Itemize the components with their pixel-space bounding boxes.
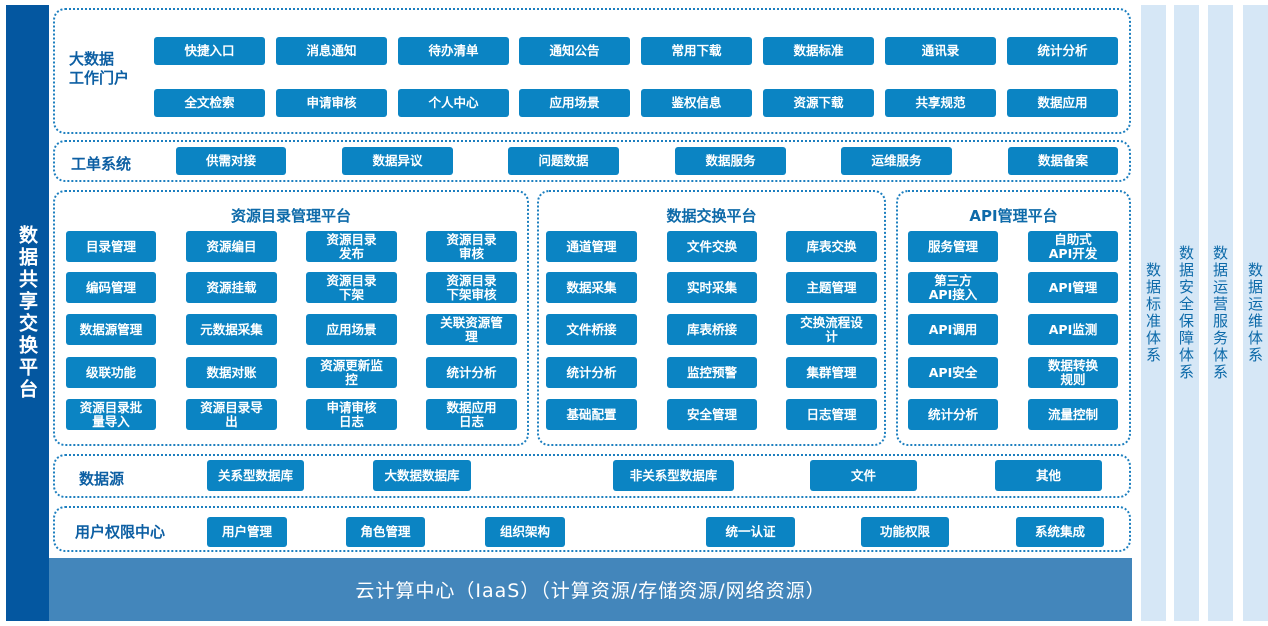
side-column-security: 数据安全保障体系 — [1174, 5, 1199, 621]
user-center-button[interactable]: 角色管理 — [346, 517, 425, 547]
api-button[interactable]: 数据转换 规则 — [1028, 357, 1118, 388]
api-button[interactable]: 统计分析 — [908, 399, 998, 430]
side-column-maintenance: 数据运维体系 — [1243, 5, 1268, 621]
exchange-button[interactable]: 数据采集 — [546, 272, 637, 303]
catalog-button[interactable]: 资源目录 下架审核 — [426, 272, 517, 303]
catalog-button[interactable]: 元数据采集 — [186, 314, 277, 345]
portal-button[interactable]: 通知公告 — [519, 37, 630, 65]
portal-label: 大数据 工作门户 — [69, 50, 129, 88]
side-column-operations: 数据运营服务体系 — [1208, 5, 1233, 621]
catalog-button[interactable]: 申请审核 日志 — [306, 399, 397, 430]
user-center-label: 用户权限中心 — [75, 523, 166, 541]
portal-button[interactable]: 统计分析 — [1007, 37, 1118, 65]
api-button[interactable]: 第三方 API接入 — [908, 272, 998, 303]
workorder-button[interactable]: 数据异议 — [342, 147, 453, 175]
datasource-button[interactable]: 非关系型数据库 — [613, 460, 734, 491]
catalog-button[interactable]: 统计分析 — [426, 357, 517, 388]
portal-button[interactable]: 应用场景 — [519, 89, 630, 117]
catalog-button[interactable]: 资源编目 — [186, 231, 277, 262]
exchange-button[interactable]: 主题管理 — [786, 272, 877, 303]
platform-title: 数据共享交换平台 — [16, 225, 38, 401]
exchange-button[interactable]: 集群管理 — [786, 357, 877, 388]
portal-button[interactable]: 待办清单 — [398, 37, 509, 65]
api-button[interactable]: API调用 — [908, 314, 998, 345]
exchange-button[interactable]: 库表桥接 — [667, 314, 757, 345]
user-center-button[interactable]: 用户管理 — [207, 517, 287, 547]
workorder-button[interactable]: 数据备案 — [1008, 147, 1118, 175]
api-platform-title: API管理平台 — [969, 207, 1058, 225]
cloud-computing-label: 云计算中心（IaaS）（计算资源/存储资源/网络资源） — [355, 580, 826, 602]
catalog-platform-title: 资源目录管理平台 — [230, 207, 351, 225]
side-column-label: 数据运营服务体系 — [1211, 245, 1229, 381]
catalog-button[interactable]: 资源目录 发布 — [306, 231, 397, 262]
workorder-button[interactable]: 问题数据 — [508, 147, 619, 175]
exchange-button[interactable]: 监控预警 — [667, 357, 757, 388]
portal-button[interactable]: 共享规范 — [885, 89, 996, 117]
datasource-button[interactable]: 其他 — [995, 460, 1102, 491]
catalog-button[interactable]: 目录管理 — [66, 231, 156, 262]
side-column-label: 数据安全保障体系 — [1177, 245, 1195, 381]
portal-label-line2: 工作门户 — [69, 69, 130, 87]
datasource-button[interactable]: 大数据数据库 — [373, 460, 471, 491]
api-button[interactable]: 流量控制 — [1028, 399, 1118, 430]
platform-title-bar: 数据共享交换平台 — [6, 5, 49, 621]
cloud-computing-bar: 云计算中心（IaaS）（计算资源/存储资源/网络资源） — [49, 558, 1132, 621]
exchange-button[interactable]: 库表交换 — [786, 231, 877, 262]
api-button[interactable]: API管理 — [1028, 272, 1118, 303]
exchange-button[interactable]: 安全管理 — [667, 399, 757, 430]
exchange-button[interactable]: 统计分析 — [546, 357, 637, 388]
catalog-button[interactable]: 资源目录导 出 — [186, 399, 277, 430]
catalog-button[interactable]: 资源目录 审核 — [426, 231, 517, 262]
exchange-button[interactable]: 通道管理 — [546, 231, 637, 262]
exchange-button[interactable]: 基础配置 — [546, 399, 637, 430]
user-center-button[interactable]: 统一认证 — [706, 517, 795, 547]
user-center-button[interactable]: 功能权限 — [861, 517, 949, 547]
side-column-label: 数据运维体系 — [1246, 262, 1264, 364]
user-center-button[interactable]: 组织架构 — [485, 517, 565, 547]
api-button[interactable]: 服务管理 — [908, 231, 998, 262]
catalog-button[interactable]: 编码管理 — [66, 272, 156, 303]
datasource-label: 数据源 — [79, 470, 125, 488]
portal-button[interactable]: 数据应用 — [1007, 89, 1118, 117]
exchange-platform-title: 数据交换平台 — [666, 207, 757, 225]
catalog-button[interactable]: 关联资源管 理 — [426, 314, 517, 345]
api-button[interactable]: API安全 — [908, 357, 998, 388]
catalog-button[interactable]: 应用场景 — [306, 314, 397, 345]
portal-button[interactable]: 常用下载 — [641, 37, 752, 65]
workorder-button[interactable]: 运维服务 — [841, 147, 952, 175]
user-center-button[interactable]: 系统集成 — [1016, 517, 1104, 547]
portal-button[interactable]: 快捷入口 — [154, 37, 265, 65]
exchange-button[interactable]: 日志管理 — [786, 399, 877, 430]
portal-button[interactable]: 消息通知 — [276, 37, 387, 65]
portal-button[interactable]: 数据标准 — [763, 37, 874, 65]
portal-button[interactable]: 全文检索 — [154, 89, 265, 117]
catalog-button[interactable]: 数据源管理 — [66, 314, 156, 345]
portal-label-line1: 大数据 — [69, 50, 115, 68]
portal-button[interactable]: 鉴权信息 — [641, 89, 752, 117]
portal-button[interactable]: 资源下载 — [763, 89, 874, 117]
portal-button[interactable]: 申请审核 — [276, 89, 387, 117]
catalog-button[interactable]: 资源挂载 — [186, 272, 277, 303]
workorder-button[interactable]: 数据服务 — [675, 147, 786, 175]
exchange-button[interactable]: 实时采集 — [667, 272, 757, 303]
exchange-button[interactable]: 文件桥接 — [546, 314, 637, 345]
catalog-button[interactable]: 数据应用 日志 — [426, 399, 517, 430]
workorder-label: 工单系统 — [71, 155, 132, 173]
catalog-button[interactable]: 资源目录 下架 — [306, 272, 397, 303]
exchange-button[interactable]: 交换流程设 计 — [786, 314, 877, 345]
datasource-button[interactable]: 文件 — [810, 460, 917, 491]
catalog-button[interactable]: 级联功能 — [66, 357, 156, 388]
catalog-button[interactable]: 资源更新监 控 — [306, 357, 397, 388]
side-column-label: 数据标准体系 — [1144, 262, 1162, 364]
api-button[interactable]: API监测 — [1028, 314, 1118, 345]
portal-button[interactable]: 个人中心 — [398, 89, 509, 117]
api-button[interactable]: 自助式 API开发 — [1028, 231, 1118, 262]
datasource-button[interactable]: 关系型数据库 — [207, 460, 304, 491]
exchange-button[interactable]: 文件交换 — [667, 231, 757, 262]
workorder-button[interactable]: 供需对接 — [176, 147, 286, 175]
catalog-button[interactable]: 数据对账 — [186, 357, 277, 388]
catalog-button[interactable]: 资源目录批 量导入 — [66, 399, 156, 430]
side-column-standards: 数据标准体系 — [1141, 5, 1166, 621]
portal-button[interactable]: 通讯录 — [885, 37, 996, 65]
